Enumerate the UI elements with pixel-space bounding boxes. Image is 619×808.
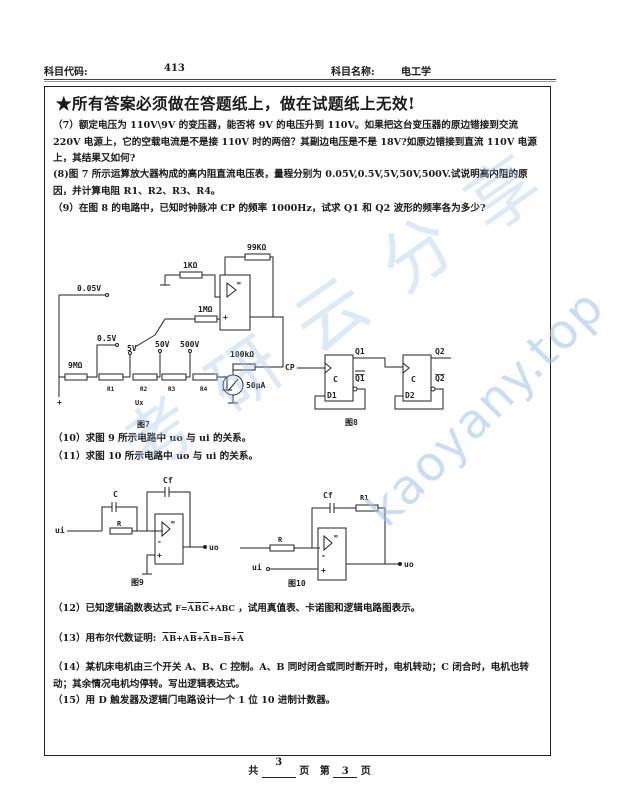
page-footer: 共 3 页 第 3 页 (0, 757, 619, 778)
question-7: （7）额定电压为 110V\9V 的变压器，能否将 9V 的电压升到 110V。… (53, 120, 537, 164)
q12-formula: F=A B C+ABC (175, 603, 235, 613)
svg-text:ui: ui (55, 525, 65, 535)
svg-text:R3: R3 (168, 386, 176, 393)
figure-9-integrator-circuit: ui C R Cf ∞ - + uo 图9 (55, 472, 235, 587)
svg-text:C: C (333, 375, 338, 384)
figure-7-voltmeter-circuit: ∞ + 99KΩ 1KΩ 1MΩ 100kΩ 50μA 0.05V (55, 235, 295, 435)
svg-text:0.05V: 0.05V (77, 284, 101, 293)
header-rule-secondary (44, 81, 556, 82)
footer-current-page: 3 (333, 766, 358, 778)
svg-text:R4: R4 (200, 386, 208, 393)
svg-text:∞: ∞ (237, 280, 241, 287)
svg-text:Q1: Q1 (355, 374, 365, 383)
svg-text:9MΩ: 9MΩ (68, 361, 83, 370)
svg-text:Cf: Cf (323, 491, 333, 500)
question-8: (8)图 7 所示运算放大器构成的高内阻直流电压表，量程分别为 0.05V,0.… (53, 169, 528, 197)
subject-code-value: 413 (164, 63, 185, 74)
footer-current-label: 第 (319, 766, 330, 777)
subject-name-value: 电工学 (401, 67, 431, 78)
svg-text:Q2: Q2 (435, 374, 445, 383)
question-12-prefix: （12）已知逻辑函数表达式 (53, 603, 172, 614)
question-9: （9）在图 8 的电路中，已知时钟脉冲 CP 的频率 1000Hz，试求 Q1 … (53, 203, 486, 214)
svg-text:1MΩ: 1MΩ (198, 305, 213, 314)
svg-text:Q2: Q2 (435, 347, 445, 356)
question-12-suffix: ，试用真值表、卡诺图和逻辑电路图表示。 (238, 603, 421, 614)
question-15: （15）用 D 触发器及逻辑门电路设计一个 1 位 10 进制计数器。 (53, 695, 336, 706)
svg-text:1KΩ: 1KΩ (183, 261, 198, 270)
svg-text:图9: 图9 (131, 578, 144, 587)
svg-text:ui: ui (252, 562, 262, 572)
svg-text:R1: R1 (360, 494, 368, 502)
svg-text:5V: 5V (127, 344, 137, 353)
svg-text:+: + (57, 398, 62, 407)
question-14: （14）某机床电机由三个开关 A、B、C 控制。A、B 同时闭合或同时断开时，电… (53, 662, 530, 690)
svg-text:50μA: 50μA (246, 381, 265, 390)
question-13: （13）用布尔代数证明: A B+A B+A B=B+A (53, 630, 545, 648)
svg-text:图7: 图7 (137, 420, 150, 429)
svg-text:R2: R2 (140, 386, 148, 393)
svg-text:R: R (278, 536, 283, 544)
svg-text:+: + (223, 313, 228, 322)
svg-text:∞: ∞ (171, 519, 175, 526)
svg-text:C: C (411, 375, 416, 384)
svg-text:99KΩ: 99KΩ (247, 243, 266, 252)
footer-page-unit: 页 (299, 766, 310, 777)
subject-name-label: 科目名称: (331, 67, 375, 78)
svg-text:uo: uo (404, 560, 414, 569)
svg-text:+: + (157, 551, 162, 560)
subject-code-label: 科目代码: (44, 67, 88, 78)
question-box (44, 86, 551, 756)
svg-text:CP: CP (285, 363, 295, 372)
svg-text:uo: uo (209, 543, 219, 552)
svg-text:0.5V: 0.5V (97, 334, 116, 343)
header-rule (44, 79, 556, 80)
svg-text:+: + (321, 566, 326, 575)
footer-total-pages: 3 (275, 757, 283, 768)
exam-header: 科目代码: 413 科目名称: 电工学 (44, 63, 556, 79)
svg-text:Q1: Q1 (355, 347, 365, 356)
question-11: （11）求图 10 所示电路中 uo 与 ui 的关系。 (53, 451, 259, 462)
question-12: （12）已知逻辑函数表达式 F=A B C+ABC ，试用真值表、卡诺图和逻辑电… (53, 600, 545, 618)
question-13-prefix: （13）用布尔代数证明: (53, 633, 157, 644)
svg-text:C: C (113, 490, 118, 499)
q13-formula: A B+A B+A B=B+A (162, 633, 244, 643)
svg-text:D2: D2 (405, 391, 415, 400)
svg-text:50V: 50V (155, 340, 170, 349)
footer-total-label: 共 (248, 766, 259, 777)
svg-text:图8: 图8 (345, 418, 358, 427)
svg-text:Ux: Ux (135, 399, 144, 407)
svg-text:-: - (321, 551, 326, 560)
svg-text:D1: D1 (327, 391, 337, 400)
svg-text:100kΩ: 100kΩ (230, 350, 254, 359)
svg-text:∞: ∞ (334, 533, 338, 540)
exam-notice: ★所有答案必须做在答题纸上，做在试题纸上无效! (56, 94, 416, 113)
svg-text:R: R (117, 520, 122, 528)
figure-10-opamp-circuit: R Cf R1 ∞ - + ui uo 图10 (240, 478, 420, 588)
svg-text:Cf: Cf (163, 476, 173, 485)
svg-text:500V: 500V (180, 340, 199, 349)
footer-page-unit-2: 页 (360, 766, 371, 777)
question-10: （10）求图 9 所示电路中 uo 与 ui 的关系。 (53, 433, 252, 444)
figure-8-flipflop-circuit: CP C D1 Q1 Q1 C D2 Q2 Q2 图8 (285, 345, 465, 430)
svg-text:-: - (157, 537, 162, 546)
svg-text:图10: 图10 (288, 579, 306, 588)
svg-text:R1: R1 (107, 386, 115, 393)
